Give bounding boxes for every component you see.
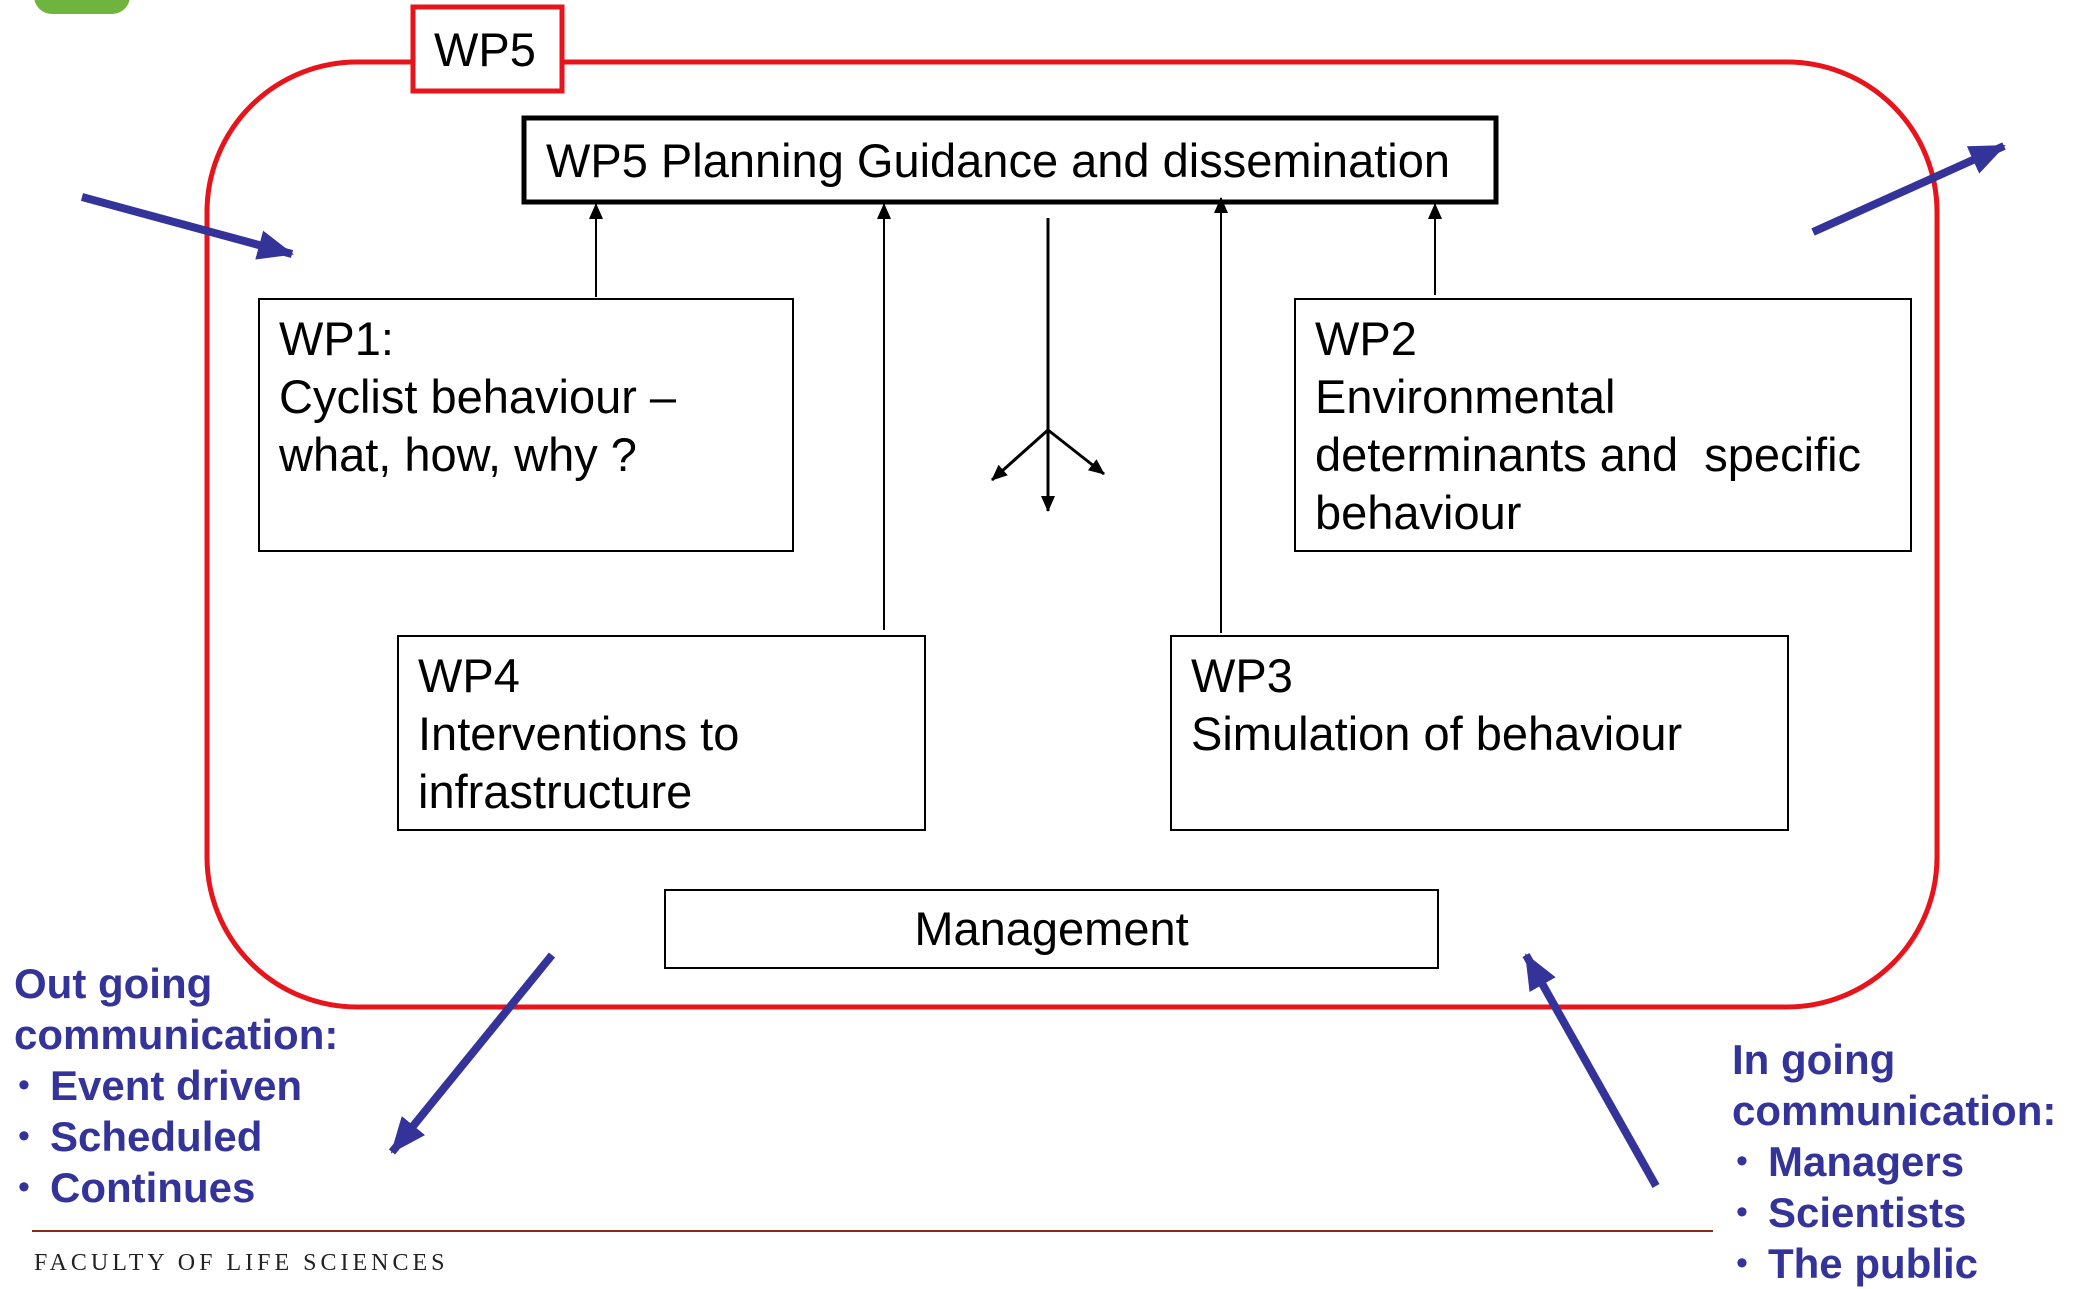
wp4-box: [397, 635, 926, 831]
wp5-tag-box: [410, 4, 565, 94]
incoming-item-label: Scientists: [1768, 1189, 1967, 1236]
wp4-title: WP4: [418, 649, 520, 702]
wp4-line2: Interventions to: [418, 707, 740, 760]
footer-faculty-text: FACULTY OF LIFE SCIENCES: [34, 1250, 449, 1276]
bullet-icon: •: [1736, 1244, 1748, 1282]
incoming-heading-line1: In going: [1732, 1036, 1896, 1083]
incoming-item-label: Managers: [1768, 1138, 1965, 1185]
bullet-icon: •: [18, 1168, 30, 1206]
wp5-tag-label: WP5: [434, 23, 536, 76]
university-logo: [34, 0, 130, 14]
incoming-item-scientists: • Scientists: [1732, 1187, 1978, 1238]
wp1-text: WP1: Cyclist behaviour – what, how, why …: [279, 310, 676, 484]
wp3-text: WP3 Simulation of behaviour: [1191, 647, 1682, 763]
bullet-icon: •: [18, 1066, 30, 1104]
wp2-line2: Environmental: [1315, 370, 1616, 423]
wp4-line3: infrastructure: [418, 765, 693, 818]
wp1-title: WP1:: [279, 312, 394, 365]
top-box-label: WP5 Planning Guidance and dissemination: [546, 134, 1450, 187]
outgoing-top-right-arrow: [1811, 142, 2006, 236]
wp1-line2: Cyclist behaviour –: [279, 370, 677, 423]
incoming-item-managers: • Managers: [1732, 1136, 1978, 1187]
incoming-heading-line2: communication:: [1732, 1087, 2057, 1134]
wp3-line2: Simulation of behaviour: [1191, 707, 1683, 760]
top-box: [521, 115, 1499, 205]
incoming-list: • Managers • Scientists • The public: [1732, 1136, 1978, 1289]
center-left-branch: [991, 428, 1049, 482]
wp2-line4: behaviour: [1315, 486, 1522, 539]
wp2-title: WP2: [1315, 312, 1417, 365]
management-box: [664, 889, 1439, 969]
outgoing-item-event-driven: • Event driven: [14, 1060, 302, 1111]
center-right-branch: [1047, 428, 1105, 476]
outgoing-heading-line2: communication:: [14, 1011, 339, 1058]
wp3-box: [1170, 635, 1789, 831]
wp2-text: WP2 Environmental determinants and speci…: [1315, 310, 1861, 542]
management-label: Management: [914, 902, 1189, 955]
wp1-line3: what, how, why ?: [279, 428, 637, 481]
outgoing-list: • Event driven • Scheduled • Continues: [14, 1060, 302, 1213]
outgoing-item-label: Event driven: [50, 1062, 303, 1109]
incoming-top-left-arrow: [80, 193, 294, 260]
outgoing-item-continues: • Continues: [14, 1162, 302, 1213]
outgoing-heading-line1: Out going: [14, 960, 213, 1007]
incoming-item-label: The public: [1768, 1240, 1978, 1287]
outgoing-item-label: Scheduled: [50, 1113, 263, 1160]
bullet-icon: •: [18, 1117, 30, 1155]
outgoing-bottom-left-arrow: [388, 952, 556, 1155]
wp2-line3: determinants and specific: [1315, 428, 1862, 481]
wp2-box: [1294, 298, 1912, 552]
incoming-bottom-right-arrow: [1522, 953, 1660, 1188]
incoming-item-public: • The public: [1732, 1238, 1978, 1289]
bullet-icon: •: [1736, 1142, 1748, 1180]
outgoing-item-label: Continues: [50, 1164, 256, 1211]
wp4-text: WP4 Interventions to infrastructure: [418, 647, 739, 821]
wp5-frame: [204, 59, 1940, 1010]
bullet-icon: •: [1736, 1193, 1748, 1231]
wp1-box: [258, 298, 794, 552]
outgoing-item-scheduled: • Scheduled: [14, 1111, 302, 1162]
wp3-title: WP3: [1191, 649, 1293, 702]
